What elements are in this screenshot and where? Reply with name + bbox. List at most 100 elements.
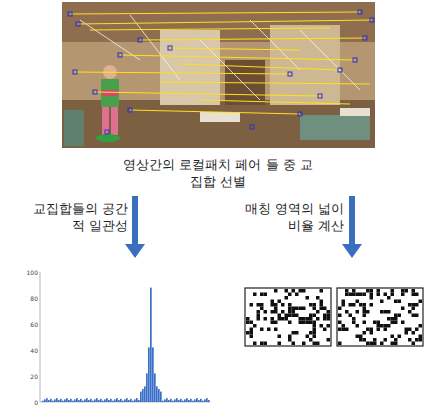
histogram-bar xyxy=(96,398,98,402)
histogram-bar xyxy=(184,399,186,402)
binary-pixel xyxy=(309,314,313,318)
binary-pixel xyxy=(391,342,395,346)
axis-tick: 0 xyxy=(24,399,38,406)
histogram-bar xyxy=(88,400,90,402)
binary-pixel xyxy=(366,310,370,314)
binary-pixel xyxy=(302,321,306,325)
histogram-bar xyxy=(178,400,180,402)
histogram-bar xyxy=(124,399,126,402)
binary-pixel xyxy=(313,328,317,332)
binary-pixel xyxy=(363,307,367,311)
histogram-bar xyxy=(150,288,152,402)
histogram-bar xyxy=(194,399,196,402)
histogram-bar xyxy=(74,399,76,402)
binary-pixel xyxy=(356,300,360,304)
binary-pixel xyxy=(246,331,250,335)
binary-pixel xyxy=(415,303,419,307)
histogram-bar xyxy=(48,400,50,402)
binary-pixel xyxy=(316,310,320,314)
binary-pixel xyxy=(260,342,264,346)
histogram-bar xyxy=(168,400,170,402)
binary-pixel xyxy=(320,289,324,293)
binary-pixel xyxy=(327,338,331,342)
binary-pixel xyxy=(295,293,299,297)
binary-pixel xyxy=(363,338,367,342)
histogram-bar xyxy=(192,401,194,402)
binary-pixel xyxy=(415,338,419,342)
binary-pixel xyxy=(285,317,289,321)
binary-pixel xyxy=(408,303,412,307)
binary-pixel xyxy=(391,293,395,297)
binary-pixel xyxy=(295,307,299,311)
binary-pixel xyxy=(380,300,384,304)
step-text: 영상간의 로컬패치 페어 들 중 교집합 선별 xyxy=(118,156,318,190)
binary-pixel xyxy=(271,303,275,307)
binary-pixel xyxy=(288,314,292,318)
binary-pixel xyxy=(274,303,278,307)
binary-pixel xyxy=(408,310,412,314)
binary-pixel xyxy=(363,314,367,318)
histogram-bar xyxy=(94,399,96,402)
binary-pixel xyxy=(260,303,264,307)
binary-pixel xyxy=(359,293,363,297)
binary-pixel xyxy=(299,307,303,311)
binary-pixel xyxy=(370,296,374,300)
binary-pixel xyxy=(345,310,349,314)
binary-pixel xyxy=(327,324,331,328)
binary-pixel xyxy=(278,300,282,304)
binary-pixel xyxy=(313,331,317,335)
binary-pixel xyxy=(316,317,320,321)
binary-pixel xyxy=(394,300,398,304)
binary-pixel xyxy=(356,324,360,328)
histogram-bar xyxy=(78,400,80,402)
histogram-bar xyxy=(196,398,198,402)
binary-pixel xyxy=(408,328,412,332)
binary-pixel xyxy=(292,331,296,335)
binary-pixel xyxy=(366,342,370,346)
binary-pixel xyxy=(384,293,388,297)
binary-pixel xyxy=(370,303,374,307)
binary-pixel xyxy=(345,289,349,293)
binary-pixel xyxy=(264,342,268,346)
binary-pixel xyxy=(419,300,423,304)
histogram-bar xyxy=(46,398,48,402)
binary-pixel xyxy=(370,331,374,335)
binary-pixel xyxy=(384,324,388,328)
binary-pixel xyxy=(313,321,317,325)
histogram-bar xyxy=(98,400,100,402)
histogram-bar xyxy=(92,401,94,402)
binary-pixel xyxy=(373,342,377,346)
binary-pixel xyxy=(356,310,360,314)
binary-pixel xyxy=(257,317,261,321)
histogram-bar xyxy=(180,399,182,402)
binary-pixel xyxy=(313,324,317,328)
binary-pixel xyxy=(401,321,405,325)
binary-pixel xyxy=(349,303,353,307)
binary-pixel xyxy=(394,314,398,318)
binary-pixel xyxy=(292,310,296,314)
histogram-bar xyxy=(62,401,64,402)
binary-pixel xyxy=(320,324,324,328)
binary-pixel xyxy=(338,342,342,346)
binary-pixel xyxy=(387,296,391,300)
binary-pixel xyxy=(264,310,268,314)
histogram-bar xyxy=(174,399,176,402)
binary-pixel xyxy=(391,321,395,325)
axis-tick: 20 xyxy=(24,373,38,380)
binary-pixel xyxy=(271,317,275,321)
binary-pixel xyxy=(363,310,367,314)
binary-pixel xyxy=(264,317,268,321)
binary-pixel xyxy=(295,314,299,318)
binary-pixel xyxy=(401,289,405,293)
binary-pixel xyxy=(356,293,360,297)
binary-pixel xyxy=(363,321,367,325)
binary-pixel xyxy=(323,307,327,311)
histogram-axes xyxy=(40,272,210,402)
binary-pixel xyxy=(313,314,317,318)
binary-pixel xyxy=(278,314,282,318)
binary-pixel xyxy=(313,307,317,311)
binary-pixel xyxy=(264,293,268,297)
histogram-bar xyxy=(186,398,188,402)
binary-pixel xyxy=(309,321,313,325)
binary-pixel xyxy=(250,328,254,332)
